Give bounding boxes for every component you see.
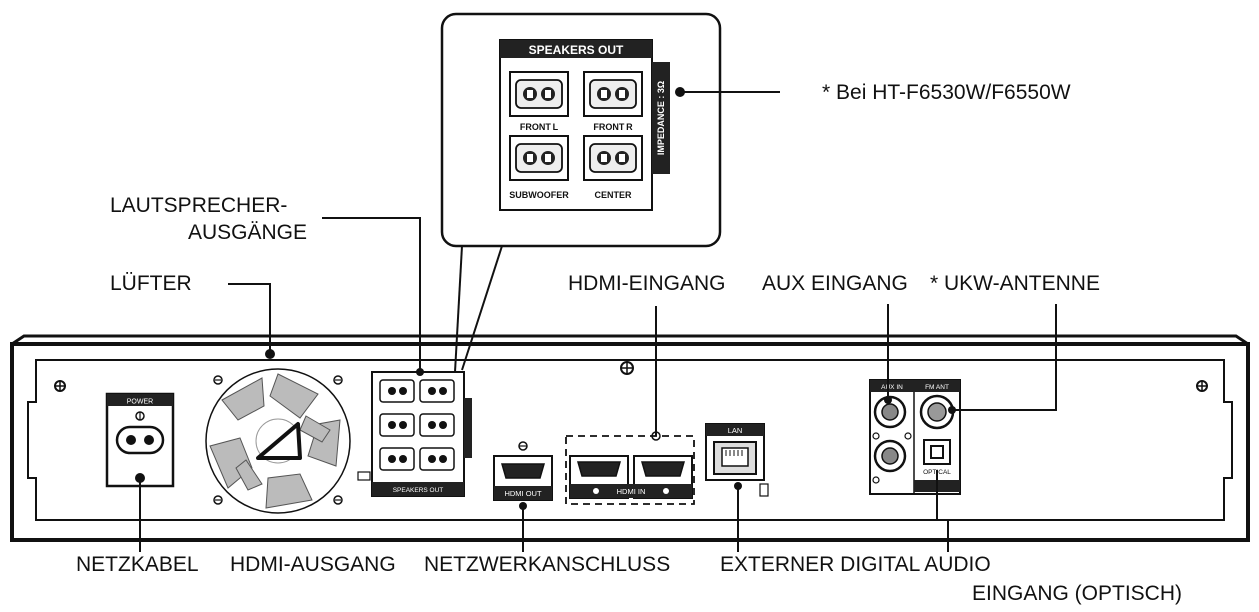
network-callout: NETZWERKANSCHLUSS <box>424 553 671 576</box>
aux-in-label: AUX IN <box>881 384 903 391</box>
screw-icon <box>620 361 634 375</box>
hdmi-out-callout: HDMI-AUSGANG <box>230 553 396 576</box>
fm-antenna-callout: * UKW-ANTENNE <box>930 272 1100 295</box>
fan-grille <box>205 368 351 514</box>
fm-antenna-jack[interactable] <box>919 394 955 430</box>
terminal-subwoofer <box>509 135 569 181</box>
hdmi-in-label: HDMI IN <box>617 487 646 496</box>
model-note: * Bei HT-F6530W/F6550W <box>822 81 1071 104</box>
panel-speakers-out[interactable]: SPEAKERS OUT <box>357 371 472 497</box>
terminal-front-r <box>583 71 643 117</box>
aux-in-callout: AUX EINGANG <box>762 272 908 295</box>
terminal-label-front-r: FRONT R <box>593 122 633 132</box>
screw-icon <box>54 380 66 392</box>
speakers-out-header: SPEAKERS OUT <box>529 43 624 57</box>
panel-speakers-out-label: SPEAKERS OUT <box>393 487 444 494</box>
terminal-center <box>583 135 643 181</box>
impedance-label: IMPEDANCE : 3Ω <box>656 81 666 155</box>
power-socket[interactable]: POWER <box>105 392 175 488</box>
power-label: POWER <box>127 399 153 406</box>
digital-audio-callout-line2: EINGANG (OPTISCH) <box>972 582 1183 605</box>
screw-icon <box>1196 380 1208 392</box>
screw-icon <box>213 375 223 385</box>
screw-icon <box>213 495 223 505</box>
speaker-outputs-label-line1: LAUTSPRECHER- <box>110 194 288 217</box>
hdmi-in-callout: HDMI-EINGANG <box>568 272 726 295</box>
terminal-label-front-l: FRONT L <box>520 122 559 132</box>
optical-jack[interactable] <box>923 439 951 465</box>
hdmi-out-port[interactable]: HDMI OUT <box>493 441 553 501</box>
fm-ant-label: FM ANT <box>925 384 949 391</box>
aux-fm-optical-block[interactable]: AUX IN FM ANT OPTICAL <box>869 379 961 495</box>
power-cord-callout: NETZKABEL <box>76 553 199 576</box>
hdmi-out-label: HDMI OUT <box>504 489 541 498</box>
screw-icon <box>333 375 343 385</box>
terminal-label-subwoofer: SUBWOOFER <box>509 190 569 200</box>
speakers-out-zoom: SPEAKERS OUT IMPEDANCE : 3Ω FRONT <box>440 12 722 373</box>
device-body <box>10 334 1250 542</box>
leader-lines <box>135 87 1057 552</box>
hdmi-in-ports[interactable]: HDMI IN <box>565 431 695 505</box>
digital-audio-callout-line1: EXTERNER DIGITAL AUDIO <box>720 553 991 576</box>
terminal-label-center: CENTER <box>594 190 632 200</box>
fan-label: LÜFTER <box>110 272 192 295</box>
speaker-outputs-label-line2: AUSGÄNGE <box>188 221 308 244</box>
lan-port[interactable]: LAN <box>705 423 769 497</box>
lan-label: LAN <box>728 426 743 435</box>
terminal-front-l <box>509 71 569 117</box>
screw-icon <box>333 495 343 505</box>
